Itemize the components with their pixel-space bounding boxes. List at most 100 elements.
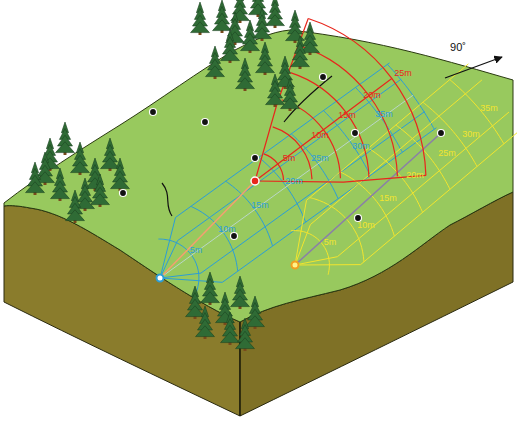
conifer-tree [91,174,110,207]
tree-crown [291,56,310,67]
conifer-tree [213,0,232,33]
slope-line [162,183,172,216]
tree-crown [241,40,260,51]
direction-label: 90˚ [450,42,466,53]
conifer-tree [286,10,305,43]
conifer-tree [196,306,215,339]
fan-axis [255,78,392,181]
distance-label: 25m [311,154,329,163]
distance-label: 25m [438,149,456,158]
distance-label: 20m [406,171,424,180]
conifer-tree [266,0,285,28]
transect-grid [291,64,517,275]
conifer-tree [266,74,285,107]
transect-axis [295,133,441,265]
distance-label: 35m [480,104,498,113]
grid-line [295,80,482,265]
block-edge [239,322,240,416]
distance-label: 30m [352,142,370,151]
conifer-tree [256,42,275,75]
distance-label: 5m [190,246,203,255]
conifer-tree [221,30,240,63]
tree-crown [91,194,110,205]
tree-crown [216,312,235,323]
conifer-tree [253,8,272,41]
conifer-tree [26,162,45,195]
conifer-tree [206,46,225,79]
tree-crown [221,332,240,343]
conifer-tree [201,272,220,305]
conifer-tree [249,0,268,17]
transect-group [26,0,517,351]
tree-crown [26,182,45,193]
sample-point [438,130,445,137]
distance-label: 10m [311,131,329,140]
distance-arc [273,127,312,179]
tree-crown [256,62,275,73]
tree-crown [111,178,130,189]
direction-arrow [445,57,502,78]
tree-crown [56,142,75,153]
sample-point [252,155,259,162]
distance-label: 5m [324,238,337,247]
distance-label: 10m [218,225,236,234]
tree-crown [281,98,300,109]
distance-label: 20m [285,177,303,186]
tree-crown [66,210,85,221]
conifer-tree [66,190,85,223]
conifer-tree [231,276,250,309]
distance-label: 35m [375,110,393,119]
tree-crown [236,338,255,349]
tree-crown [231,296,250,307]
sample-point [352,130,359,137]
sample-point [231,233,238,240]
distance-label: 30m [462,130,480,139]
tree-crown [213,20,232,31]
sample-point [150,109,157,116]
distance-arc [299,46,397,177]
conifer-tree [51,168,70,201]
sample-point [320,74,327,81]
conifer-tree [101,138,120,171]
tree-crown [191,22,210,33]
distance-label: 5m [283,154,296,163]
red-point [251,177,259,185]
tree-crown [196,326,215,337]
conifer-tree [241,20,260,53]
distance-arc [290,73,368,178]
distance-arc [291,231,329,275]
red-fan [255,18,426,182]
yellow-origin [292,262,299,269]
tree-crown [206,66,225,77]
fan-edge [255,18,308,181]
tree-group [26,0,320,351]
distance-label: 15m [338,111,356,120]
tree-crown [286,30,305,41]
conifer-tree [216,292,235,325]
distance-label: 25m [394,69,412,78]
tree-crown [236,78,255,89]
tree-crown [201,292,220,303]
conifer-tree [111,158,130,191]
distance-arc [310,198,364,262]
distance-arc [282,100,341,178]
tree-crown [249,4,268,15]
cyan-origin [157,275,164,282]
tree-crown [246,316,265,327]
distance-label: 15m [251,201,269,210]
grid-line [160,112,425,278]
tree-crown [71,162,90,173]
transect-axis [160,95,413,278]
grid-line [295,112,509,265]
tree-crown [186,306,205,317]
conifer-tree [191,2,210,35]
distance-label: 20m [363,91,381,100]
grid-line [295,128,517,265]
conifer-tree [56,122,75,155]
conifer-tree [236,318,255,351]
distance-arc [308,18,426,175]
distance-arc [450,80,504,144]
